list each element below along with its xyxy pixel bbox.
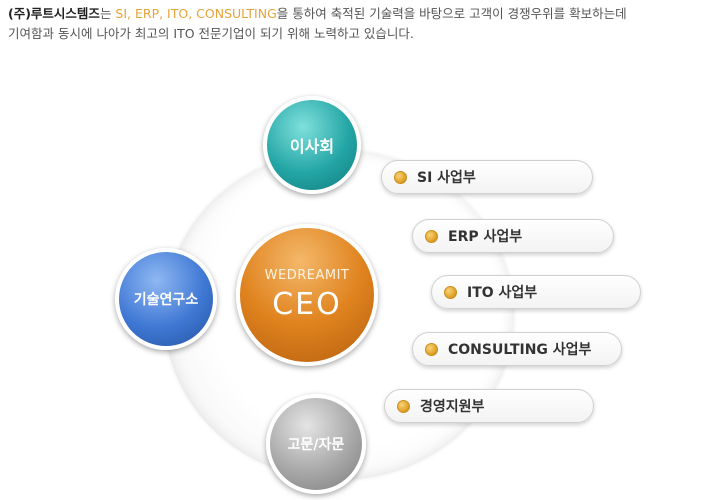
bullet-icon (425, 229, 438, 243)
board-label: 이사회 (289, 137, 335, 156)
advisory-label: 고문/자문 (287, 437, 345, 453)
ceo-title: CEO (272, 287, 342, 322)
intro-line-2: 기여함과 동시에 나아가 최고의 ITO 전문기업이 되기 위해 노력하고 있습… (8, 26, 414, 41)
research-lab-label: 기술연구소 (133, 292, 199, 308)
bullet-icon (397, 399, 410, 413)
division-label: ERP 사업부 (448, 229, 523, 245)
division-label: 경영지원부 (420, 399, 485, 415)
division-management-support: 경영지원부 (384, 389, 594, 423)
business-highlight: SI, ERP, ITO, CONSULTING (115, 6, 277, 21)
ceo-node: WEDREAMIT CEO (236, 224, 378, 366)
division-consulting: CONSULTING 사업부 (412, 332, 622, 366)
division-label: ITO 사업부 (467, 285, 538, 301)
bullet-icon (425, 342, 438, 356)
intro-text-1: 는 (99, 6, 116, 21)
board-node: 이사회 (263, 96, 361, 194)
division-erp: ERP 사업부 (412, 219, 614, 253)
advisory-node: 고문/자문 (266, 394, 366, 494)
ceo-company: WEDREAMIT (264, 268, 350, 283)
intro-text: (주)루트시스템즈는 SI, ERP, ITO, CONSULTING을 통하여… (8, 4, 713, 44)
division-label: SI 사업부 (417, 170, 476, 186)
division-si: SI 사업부 (381, 160, 593, 194)
intro-text-2: 을 통하여 축적된 기술력을 바탕으로 고객이 경쟁우위를 확보하는데 (276, 6, 627, 21)
research-lab-node: 기술연구소 (115, 248, 217, 350)
company-name: (주)루트시스템즈 (8, 6, 100, 21)
bullet-icon (394, 170, 407, 184)
division-ito: ITO 사업부 (431, 275, 641, 309)
division-label: CONSULTING 사업부 (448, 342, 592, 358)
bullet-icon (444, 285, 457, 299)
